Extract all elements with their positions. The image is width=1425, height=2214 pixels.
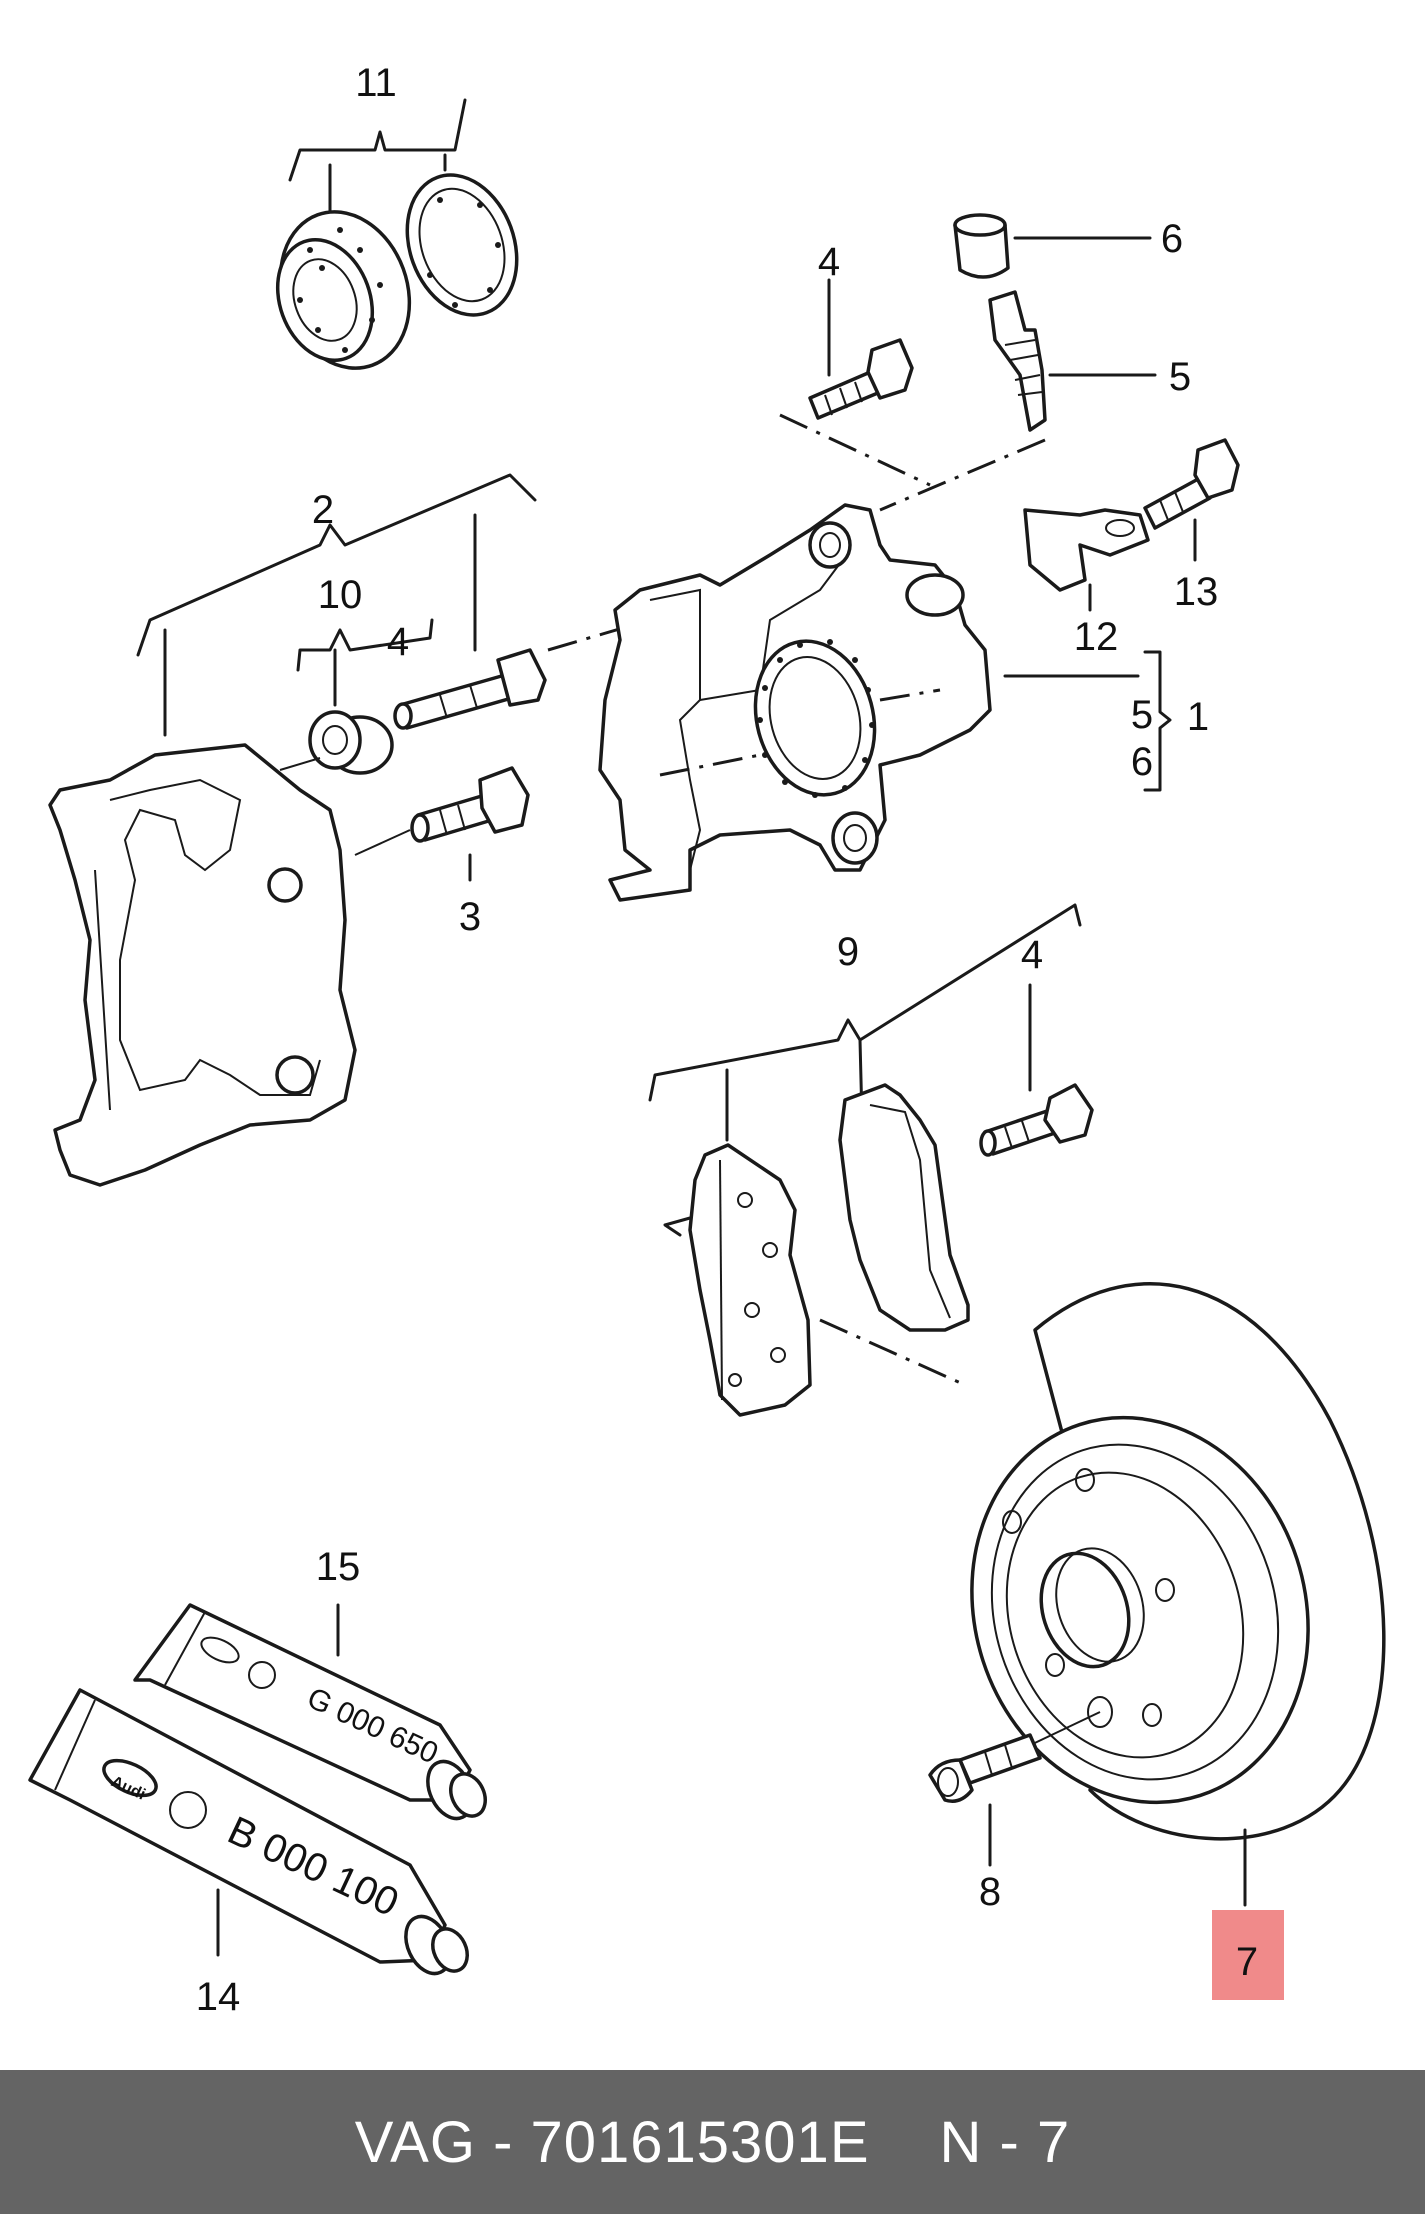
callout-9: 9 xyxy=(837,930,859,974)
grease-tube-14: Audi B 000 100 xyxy=(28,1688,469,1976)
callout-4-mid: 4 xyxy=(387,620,409,664)
callout-3: 3 xyxy=(459,895,481,939)
callout-6-bracket: 6 xyxy=(1131,740,1153,784)
callout-8: 8 xyxy=(979,1870,1001,1914)
brake-pad-outer xyxy=(663,1143,812,1417)
callout-2: 2 xyxy=(312,488,334,532)
grease-tube-15: G 000 650 xyxy=(133,1603,487,1821)
callout-4-pad: 4 xyxy=(1021,933,1043,977)
bolt-4-pad xyxy=(979,983,1094,1157)
callout-10: 10 xyxy=(318,573,363,617)
position-text: N - 7 xyxy=(939,2109,1071,2175)
callout-12: 12 xyxy=(1074,615,1119,659)
caliper-housing-1 xyxy=(598,503,1140,902)
brake-pad-inner xyxy=(838,1083,970,1332)
bolt-4-top xyxy=(808,278,914,420)
guide-pin-4 xyxy=(393,618,651,730)
bolt-13 xyxy=(1143,438,1240,562)
callout-7-highlight xyxy=(1212,1910,1284,2000)
part-number-footer: VAG - 701615301E N - 7 xyxy=(0,2070,1425,2214)
bolt-8 xyxy=(928,1733,1042,1867)
bushing-10 xyxy=(308,710,394,775)
brake-disc-7 xyxy=(970,1282,1386,1907)
caliper-carrier xyxy=(48,743,357,1187)
bleed-valve-5 xyxy=(988,290,1157,432)
callout-5-top: 5 xyxy=(1169,355,1191,399)
callout-6-top: 6 xyxy=(1161,217,1183,261)
callout-13: 13 xyxy=(1174,570,1219,614)
callout-11: 11 xyxy=(355,61,397,105)
part-number-text: VAG - 701615301E xyxy=(354,2109,870,2175)
callout-14: 14 xyxy=(196,1975,241,2019)
callout-7: 7 xyxy=(1236,1940,1258,1984)
bleed-cap-6 xyxy=(953,213,1152,279)
callout-5-bracket: 5 xyxy=(1131,693,1153,737)
parts-diagram: 11 6 5 4 13 12 2 xyxy=(28,61,1386,2019)
bolt-3 xyxy=(410,766,530,882)
callout-15: 15 xyxy=(316,1545,361,1589)
seal-kit-11 xyxy=(275,98,519,370)
bracket-12 xyxy=(1023,508,1150,612)
callout-1: 1 xyxy=(1187,695,1209,739)
callout-4-top: 4 xyxy=(818,240,840,284)
